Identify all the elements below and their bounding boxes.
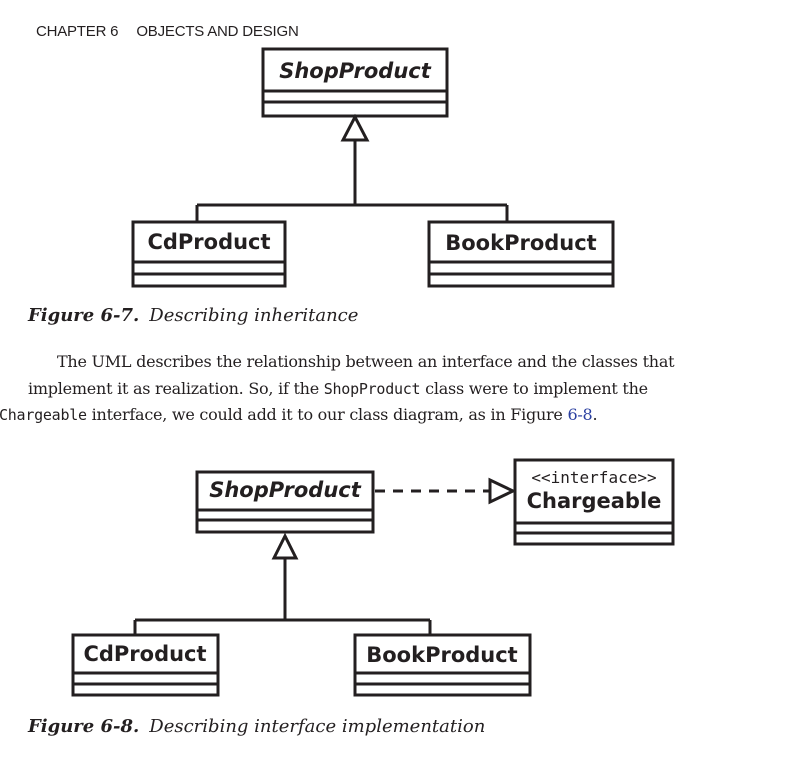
- paragraph-text: class were to implement the: [420, 378, 648, 398]
- interface-implementation-diagram: ShopProduct <<interface>> Chargeable CdP…: [71, 458, 675, 697]
- generalization-arrowhead: [271, 532, 299, 560]
- figure-title: Describing inheritance: [149, 305, 359, 326]
- generalization-arrowhead: [340, 113, 370, 142]
- body-paragraph: The UML describes the relationship betwe…: [0, 349, 678, 429]
- figure-cross-reference-link[interactable]: 6-8: [567, 405, 593, 424]
- figure-6-7-caption: Figure 6-7. Describing inheritance: [28, 305, 358, 326]
- shopproduct-class-box: [195, 470, 375, 534]
- chargeable-interface-name: Chargeable: [527, 489, 662, 513]
- cdproduct-class-name: CdProduct: [147, 230, 270, 254]
- chapter-label: CHAPTER 6: [35, 23, 119, 40]
- paragraph-text: The UML describes the relationship betwe…: [28, 352, 675, 398]
- running-head: CHAPTER 6 OBJECTS AND DESIGN: [28, 6, 299, 40]
- inline-code: ShopProduct: [323, 379, 421, 398]
- figure-6-8-caption: Figure 6-8. Describing interface implemen…: [28, 716, 485, 737]
- shopproduct-class-name: ShopProduct: [209, 478, 361, 502]
- shopproduct-class-name: ShopProduct: [279, 59, 431, 83]
- inheritance-diagram: ShopProduct CdProduct BookProduct: [131, 47, 615, 288]
- bookproduct-class-name: BookProduct: [445, 231, 596, 255]
- bookproduct-class-name: BookProduct: [366, 643, 517, 667]
- figure-number: Figure 6-8.: [28, 716, 140, 737]
- figure-number: Figure 6-7.: [28, 305, 140, 326]
- inline-code: Chargeable: [0, 406, 87, 424]
- interface-stereotype: <<interface>>: [531, 468, 656, 487]
- section-label: OBJECTS AND DESIGN: [136, 23, 299, 40]
- figure-title: Describing interface implementation: [149, 716, 486, 737]
- chargeable-interface-box: [513, 458, 675, 546]
- paragraph-text: interface, we could add it to our class …: [86, 405, 568, 424]
- paragraph-text: .: [592, 405, 598, 424]
- realization-arrowhead: [488, 477, 517, 505]
- cdproduct-class-name: CdProduct: [83, 642, 206, 666]
